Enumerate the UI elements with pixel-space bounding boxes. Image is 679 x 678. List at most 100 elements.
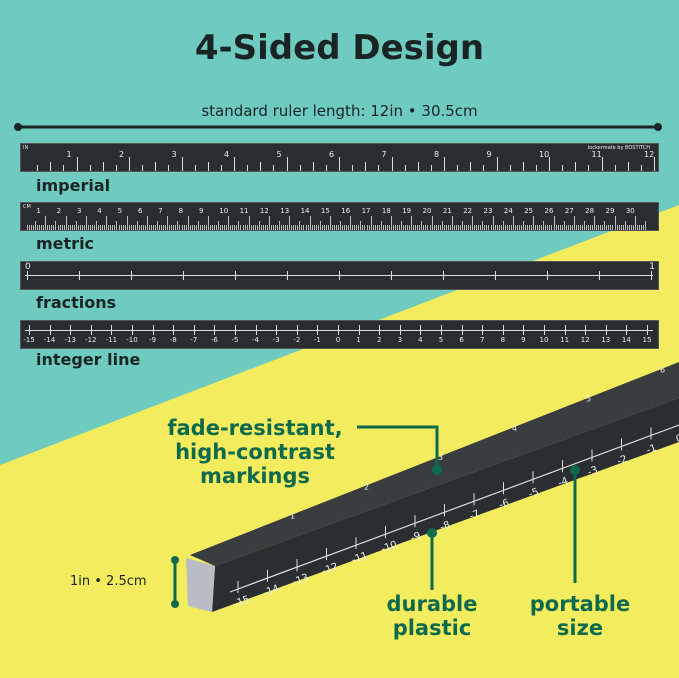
tick xyxy=(378,225,380,230)
tick xyxy=(118,225,120,230)
tick-label: -9 xyxy=(409,530,422,544)
tick xyxy=(220,225,222,230)
tick xyxy=(232,225,234,230)
metric-label: metric xyxy=(36,234,95,253)
tick xyxy=(289,216,291,230)
tick xyxy=(250,225,252,230)
ruler-length-text: standard ruler length: 12in • 30.5cm xyxy=(201,102,478,120)
tick xyxy=(260,225,262,230)
tick xyxy=(175,225,177,230)
tick xyxy=(376,225,378,230)
tick-label: 4 xyxy=(224,150,230,159)
tick xyxy=(159,225,161,230)
tick-label: -11 xyxy=(105,336,118,344)
tick xyxy=(151,225,153,230)
tick xyxy=(628,225,630,230)
tick xyxy=(575,225,577,230)
tick xyxy=(339,157,340,171)
tick-label: -8 xyxy=(439,520,452,534)
tick-label: 17 xyxy=(361,207,371,215)
tick xyxy=(235,271,236,280)
tick xyxy=(132,225,134,230)
tick xyxy=(344,225,346,230)
tick xyxy=(352,225,354,230)
tick xyxy=(555,225,557,230)
tick xyxy=(382,225,384,230)
tick xyxy=(407,225,409,230)
tick xyxy=(403,225,405,230)
thickness-label: 1in • 2.5cm xyxy=(70,574,147,589)
integer-line-label: integer line xyxy=(36,350,141,369)
number-line xyxy=(25,330,653,331)
tick xyxy=(563,221,565,230)
tick xyxy=(43,225,45,230)
tick xyxy=(602,225,604,230)
tick xyxy=(601,157,603,171)
tick xyxy=(311,225,313,230)
tick-label: 11 xyxy=(591,150,602,159)
tick-label: 2 xyxy=(376,336,382,344)
tick xyxy=(102,162,104,171)
tick xyxy=(370,216,372,230)
tick xyxy=(293,225,295,230)
tick-label: -4 xyxy=(557,476,570,490)
tick xyxy=(157,221,159,230)
tick xyxy=(29,325,30,335)
tick xyxy=(565,225,567,230)
tick-label: 14 xyxy=(621,336,631,344)
tick-label: 10 xyxy=(219,207,229,215)
tick xyxy=(365,162,367,171)
tick xyxy=(260,162,262,171)
tick xyxy=(275,225,277,230)
tick-label: 16 xyxy=(341,207,351,215)
tick-label: -4 xyxy=(252,336,260,344)
tick xyxy=(476,225,478,230)
tick-label: 19 xyxy=(402,207,412,215)
tick xyxy=(483,165,485,171)
tick xyxy=(508,225,510,230)
tick xyxy=(610,225,612,230)
tick-label: 13 xyxy=(280,207,290,215)
tick xyxy=(634,216,636,230)
tick xyxy=(496,225,498,230)
tick xyxy=(286,157,288,171)
tick xyxy=(47,225,49,230)
tick xyxy=(81,225,83,230)
tick-label: 8 xyxy=(178,207,184,215)
tick-label: -2 xyxy=(616,454,629,468)
tick xyxy=(102,225,104,230)
tick xyxy=(482,221,484,230)
tick xyxy=(342,225,344,230)
tick xyxy=(539,225,541,230)
tick xyxy=(547,271,548,280)
tick xyxy=(254,225,256,230)
tick xyxy=(185,225,187,230)
tick xyxy=(399,325,401,335)
tick xyxy=(472,216,474,230)
tick xyxy=(636,225,638,230)
tick xyxy=(525,225,527,230)
tick xyxy=(144,225,146,230)
tick xyxy=(461,325,463,335)
tick xyxy=(588,225,590,230)
tick xyxy=(417,162,419,171)
tick xyxy=(455,225,457,230)
tick xyxy=(453,225,455,230)
tick xyxy=(220,165,222,171)
tick xyxy=(386,225,388,230)
tick xyxy=(183,271,184,280)
tick-label: 5 xyxy=(438,336,444,344)
tick-label: -12 xyxy=(321,561,340,577)
tick xyxy=(75,221,77,230)
tick xyxy=(592,225,594,230)
tick xyxy=(419,225,421,230)
tick-label: 0 xyxy=(675,433,679,446)
tick-label: 9 xyxy=(486,150,492,159)
tick xyxy=(598,225,600,230)
tick-label: -6 xyxy=(210,336,218,344)
tick xyxy=(171,225,173,230)
tick-label: 1 xyxy=(356,336,361,344)
tick xyxy=(153,225,155,230)
